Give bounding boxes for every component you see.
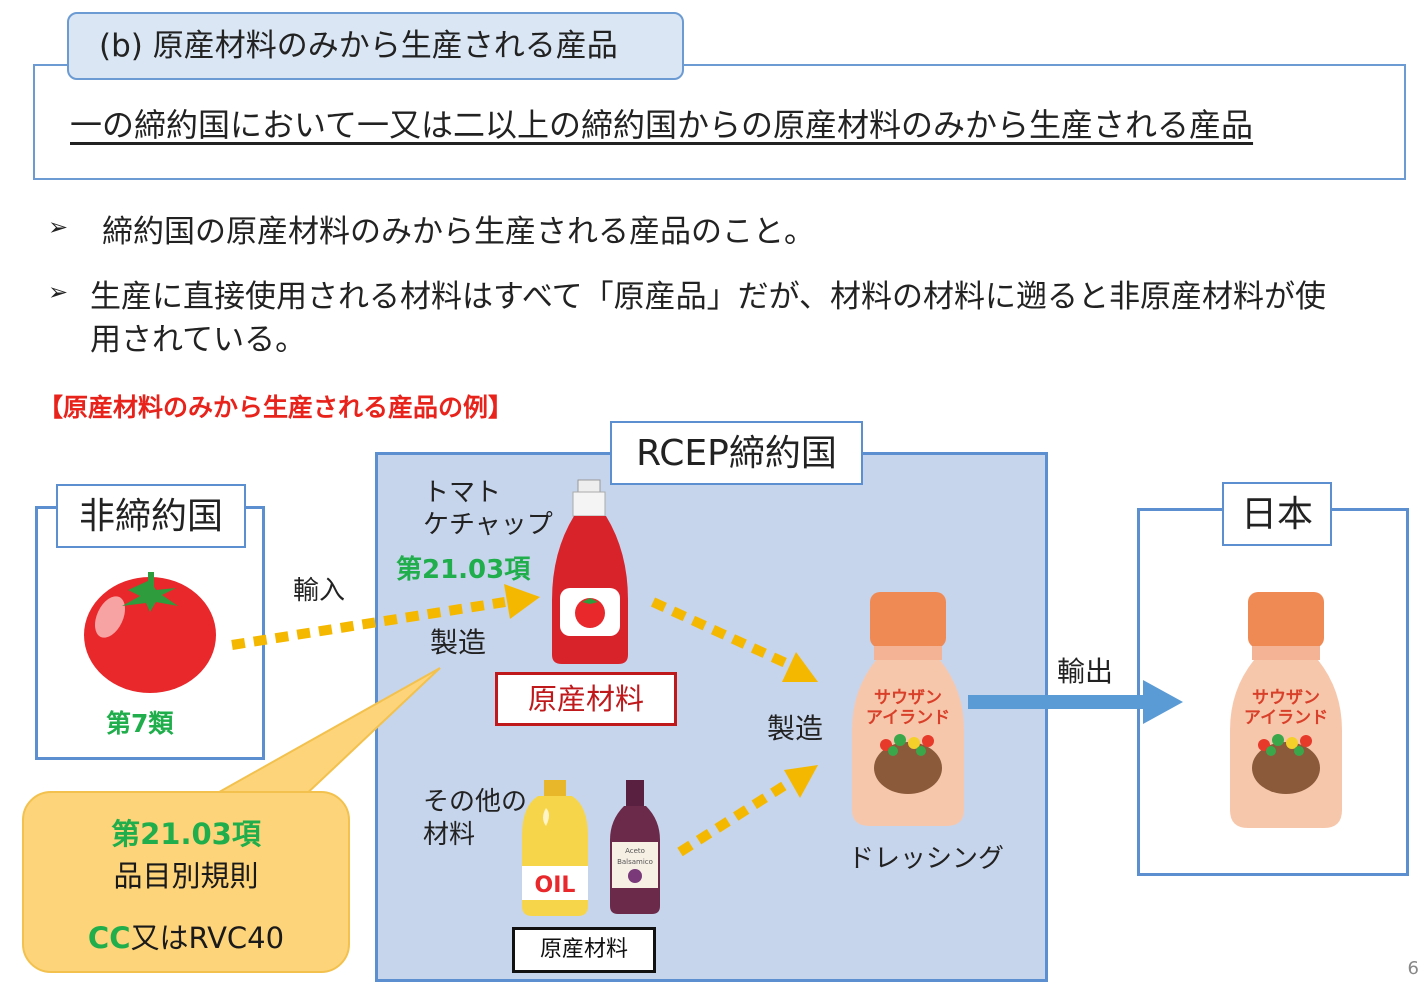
import-label: 輸入 bbox=[293, 576, 346, 606]
balsamic-bottle-icon: Aceto Balsamico bbox=[610, 780, 660, 914]
export-label: 輸出 bbox=[1057, 655, 1114, 688]
origin-material-red: 原産材料 bbox=[495, 672, 677, 726]
rcep-label: RCEP締約国 bbox=[610, 421, 863, 485]
callout-heading: 第21.03項 bbox=[111, 817, 261, 851]
dressing-label-2: アイランド bbox=[866, 708, 950, 728]
ketchup-heading: 第21.03項 bbox=[396, 555, 531, 585]
ketchup-to-dressing-arrow bbox=[650, 597, 818, 682]
bullet-2-cont: 用されている。 bbox=[90, 322, 307, 358]
bullet-1: 締約国の原産材料のみから生産される産品のこと。 bbox=[102, 214, 815, 250]
tomato-icon bbox=[84, 572, 216, 693]
vinegar-label-1: Aceto bbox=[625, 847, 645, 855]
ketchup-bottle-icon bbox=[552, 479, 628, 664]
callout-rest: 又はRVC40 bbox=[130, 921, 285, 955]
callout-rule: 品目別規則 bbox=[113, 859, 259, 893]
dressing-bottle-japan-icon: サウザン アイランド bbox=[1230, 592, 1342, 828]
bullet-arrow-icon: ➢ bbox=[48, 278, 69, 306]
other-materials-label-1: その他の bbox=[423, 787, 528, 817]
definition-tab: (b) 原産材料のみから生産される産品 bbox=[67, 12, 684, 80]
callout-condition: CC又はRVC40 bbox=[21, 915, 351, 957]
import-arrow bbox=[231, 584, 540, 650]
dressing-japan-label-1: サウザン bbox=[1252, 688, 1320, 708]
vinegar-label-2: Balsamico bbox=[617, 858, 653, 866]
manufacture-label-1: 製造 bbox=[430, 626, 487, 659]
definition-box bbox=[33, 64, 1406, 180]
dressing-label: ドレッシング bbox=[848, 844, 1005, 874]
origin-material-black: 原産材料 bbox=[512, 927, 656, 973]
non-party-class: 第7類 bbox=[106, 709, 174, 738]
definition-text: 一の締約国において一又は二以上の締約国からの原産材料のみから生産される産品 bbox=[70, 106, 1254, 144]
dressing-japan-label-2: アイランド bbox=[1244, 708, 1328, 728]
ketchup-label-2: ケチャップ bbox=[423, 510, 553, 540]
bullet-2: 生産に直接使用される材料はすべて「原産品」だが、材料の材料に遡ると非原産材料が使 bbox=[90, 279, 1326, 315]
bullet-arrow-icon: ➢ bbox=[48, 213, 69, 241]
ketchup-label-1: トマト bbox=[423, 478, 502, 508]
example-title: 【原産材料のみから生産される産品の例】 bbox=[38, 393, 514, 422]
dressing-label-1: サウザン bbox=[874, 688, 942, 708]
manufacture-label-2: 製造 bbox=[767, 712, 824, 745]
oil-bottle-icon: OIL bbox=[522, 780, 588, 916]
export-arrow bbox=[968, 680, 1183, 724]
materials-to-dressing-arrow bbox=[677, 765, 818, 857]
non-party-label: 非締約国 bbox=[56, 484, 246, 548]
dressing-bottle-icon: サウザン アイランド bbox=[852, 592, 964, 826]
callout-bubble bbox=[22, 667, 441, 973]
oil-label: OIL bbox=[535, 873, 576, 898]
japan-label: 日本 bbox=[1222, 482, 1332, 546]
page-number: 6 bbox=[1407, 958, 1419, 979]
other-materials-label-2: 材料 bbox=[423, 820, 476, 850]
callout-cc: CC bbox=[87, 921, 131, 955]
